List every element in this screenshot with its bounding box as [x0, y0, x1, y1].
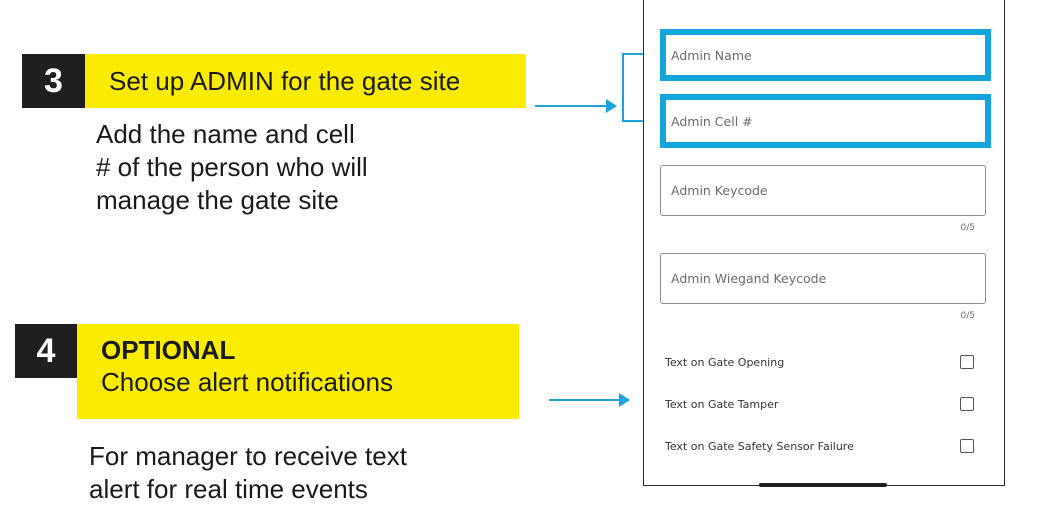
text-on-gate-tamper-checkbox[interactable]: [960, 397, 974, 411]
step-4-banner: OPTIONAL Choose alert notifications: [77, 324, 519, 419]
step-4-description: For manager to receive text alert for re…: [89, 440, 407, 506]
admin-keycode-field[interactable]: [660, 165, 986, 216]
text-on-gate-safety-sensor-failure-checkbox[interactable]: [960, 439, 974, 453]
admin-wiegand-keycode-counter: 0/5: [960, 311, 975, 321]
step-4-description-line: alert for real time events: [89, 474, 368, 504]
step-3-description: Add the name and cell # of the person wh…: [96, 118, 368, 217]
step-4-title: OPTIONAL: [101, 335, 236, 365]
text-on-gate-opening-checkbox[interactable]: [960, 355, 974, 369]
step-3-number: 3: [22, 54, 85, 108]
admin-name-input[interactable]: [666, 35, 985, 75]
step-3-description-line: Add the name and cell: [96, 119, 355, 149]
step-4-subtitle: Choose alert notifications: [101, 367, 393, 397]
step-3-arrow-icon: [535, 99, 617, 113]
admin-wiegand-keycode-input[interactable]: [661, 254, 985, 303]
admin-keycode-input[interactable]: [661, 166, 985, 215]
admin-fields-bracket: [622, 53, 659, 122]
text-on-gate-opening-row: Text on Gate Opening: [665, 352, 974, 372]
text-on-gate-tamper-row: Text on Gate Tamper: [665, 394, 974, 414]
step-4-arrow-icon: [549, 393, 630, 407]
text-on-gate-safety-sensor-failure-row: Text on Gate Safety Sensor Failure: [665, 436, 974, 456]
text-on-gate-safety-sensor-failure-label: Text on Gate Safety Sensor Failure: [665, 439, 854, 453]
phone-screen: 0/5 0/5 Text on Gate Opening Text on Gat…: [643, 0, 1005, 487]
text-on-gate-tamper-label: Text on Gate Tamper: [665, 397, 779, 411]
admin-cell-input[interactable]: [666, 100, 985, 142]
step-3-description-line: # of the person who will: [96, 152, 368, 182]
admin-wiegand-keycode-field[interactable]: [660, 253, 986, 304]
admin-name-field[interactable]: [660, 29, 991, 81]
text-on-gate-opening-label: Text on Gate Opening: [665, 355, 785, 369]
home-indicator: [759, 483, 887, 487]
step-3-banner: Set up ADMIN for the gate site: [85, 54, 526, 108]
admin-cell-field[interactable]: [660, 94, 991, 148]
step-4-description-line: For manager to receive text: [89, 441, 407, 471]
admin-keycode-counter: 0/5: [960, 223, 975, 233]
step-4-number: 4: [15, 324, 77, 378]
step-3-description-line: manage the gate site: [96, 185, 339, 215]
